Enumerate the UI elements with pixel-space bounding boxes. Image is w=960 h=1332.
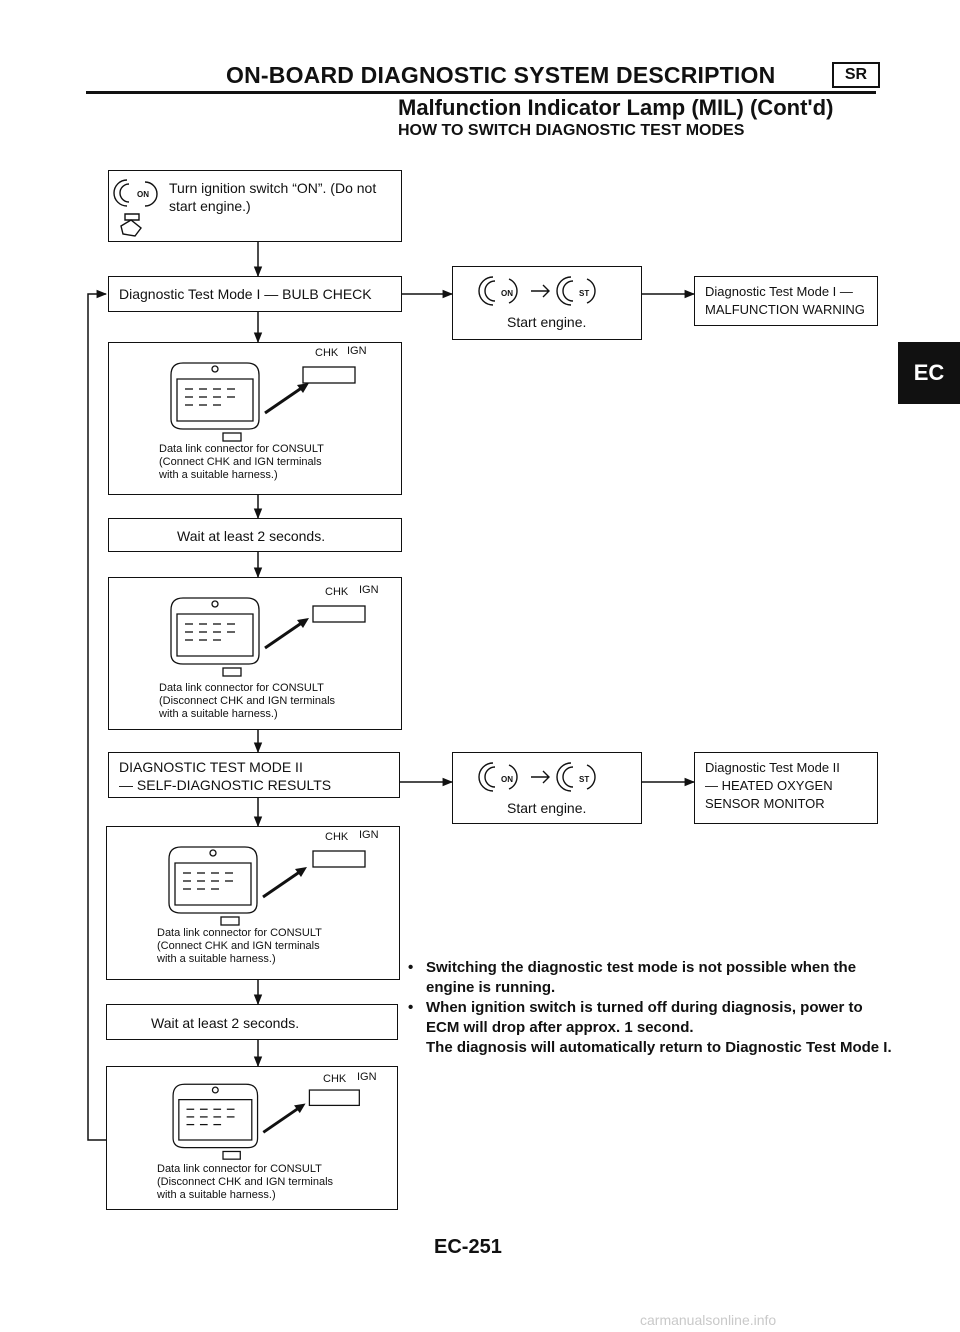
ec-side-tab: EC [898,342,960,404]
page-title: ON-BOARD DIAGNOSTIC SYSTEM DESCRIPTION [226,62,776,88]
svg-text:ON: ON [137,190,149,199]
step-mode-2: DIAGNOSTIC TEST MODE II — SELF-DIAGNOSTI… [108,752,400,798]
step-bulb-check: Diagnostic Test Mode I — BULB CHECK [108,276,402,312]
key-on-text: ON [501,775,513,784]
key-st-text: ST [579,775,589,784]
bulb-check-label: Diagnostic Test Mode I — BULB CHECK [119,286,372,302]
result-mode-1-label: Diagnostic Test Mode I — MALFUNCTION WAR… [705,284,865,317]
start-engine-box-1: ON ST Start engine. [452,266,642,340]
wait-1-label: Wait at least 2 seconds. [177,528,326,544]
step-ignition: ON Turn ignition switch “ON”. (Do not st… [108,170,402,242]
ignition-key-icon: ON [113,179,158,237]
key-on-to-start-icon: ON ST [478,276,596,306]
loop-back-arrow [87,289,108,1141]
section-badge: SR [832,62,880,88]
start-engine-label: Start engine. [507,800,587,816]
note-item: •When ignition switch is turned off duri… [408,999,892,1056]
notes: •Switching the diagnostic test mode is n… [408,958,898,1058]
start-engine-label: Start engine. [507,314,587,330]
note-item: •Switching the diagnostic test mode is n… [408,959,857,996]
ign-label: IGN [359,829,379,841]
page-number: EC-251 [434,1236,502,1258]
mode-2-label: DIAGNOSTIC TEST MODE II — SELF-DIAGNOSTI… [119,759,332,793]
section-heading: HOW TO SWITCH DIAGNOSTIC TEST MODES [398,122,745,139]
connector-caption: Data link connector for CONSULT (Connect… [157,927,322,965]
connector-box-connect-1: CHK IGN Data link connector for CONSULT … [108,342,402,495]
step-wait-2: Wait at least 2 seconds. [106,1004,398,1040]
connector-box-connect-2: CHK IGN Data link connector for CONSULT … [106,826,400,980]
chk-label: CHK [315,347,339,359]
chk-label: CHK [325,586,349,598]
connector-caption: Data link connector for CONSULT (Disconn… [159,682,336,720]
chk-label: CHK [323,1073,347,1085]
connector-box-disconnect-1: CHK IGN Data link connector for CONSULT … [108,577,402,730]
connector-box-disconnect-2: CHK IGN Data link connector for CONSULT … [106,1066,398,1210]
chk-label: CHK [325,831,349,843]
data-link-connector-icon [170,362,356,442]
connector-caption: Data link connector for CONSULT (Connect… [159,443,324,481]
key-on-to-start-icon: ON ST [478,762,596,792]
data-link-connector-icon [170,597,366,677]
result-mode-2-label: Diagnostic Test Mode II — HEATED OXYGEN … [705,760,840,811]
data-link-connector-icon [168,846,366,926]
ign-label: IGN [359,584,379,596]
step-wait-1: Wait at least 2 seconds. [108,518,402,552]
wait-2-label: Wait at least 2 seconds. [151,1015,300,1031]
data-link-connector-icon [172,1083,360,1160]
page-subtitle: Malfunction Indicator Lamp (MIL) (Cont'd… [398,95,834,120]
ign-label: IGN [357,1071,377,1083]
ign-label: IGN [347,345,367,357]
key-on-text: ON [501,289,513,298]
key-st-text: ST [579,289,589,298]
ignition-instruction: Turn ignition switch “ON”. (Do not start… [169,180,377,214]
connector-caption: Data link connector for CONSULT (Disconn… [157,1163,334,1201]
header-rule [86,91,876,94]
watermark: carmanualsonline.info [640,1312,777,1328]
result-mode-2: Diagnostic Test Mode II — HEATED OXYGEN … [694,752,878,824]
start-engine-box-2: ON ST Start engine. [452,752,642,824]
result-mode-1: Diagnostic Test Mode I — MALFUNCTION WAR… [694,276,878,326]
